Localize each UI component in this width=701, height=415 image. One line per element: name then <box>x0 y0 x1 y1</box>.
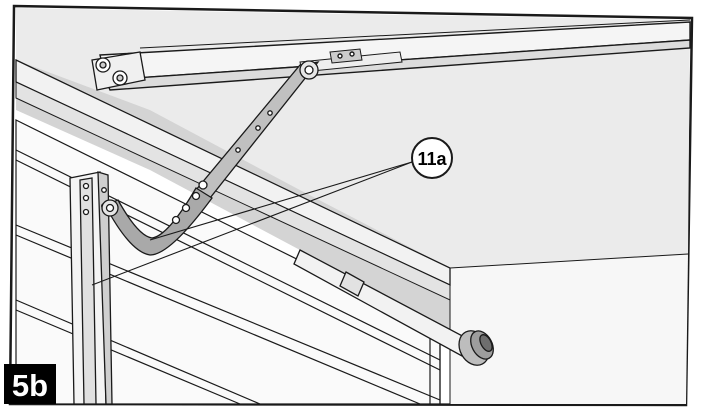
opener-rail <box>99 19 691 91</box>
step-badge: 5b <box>4 364 56 404</box>
step-label: 5b <box>12 368 48 403</box>
step-badge-background <box>4 364 56 404</box>
header-beam-lower <box>15 81 451 301</box>
door-bracket-post <box>69 171 113 405</box>
callout-leader-lines <box>91 161 413 286</box>
torsion-spring-tube <box>293 249 494 366</box>
side-wall <box>450 255 688 404</box>
rail-end-bracket <box>91 51 146 91</box>
callout-bubble: 11a <box>411 137 453 179</box>
door-arm <box>101 60 320 256</box>
figure-frame <box>8 4 694 407</box>
callout-circle <box>411 137 453 179</box>
wall-corner-edge <box>449 253 689 269</box>
callout-label: 11a <box>417 149 447 169</box>
